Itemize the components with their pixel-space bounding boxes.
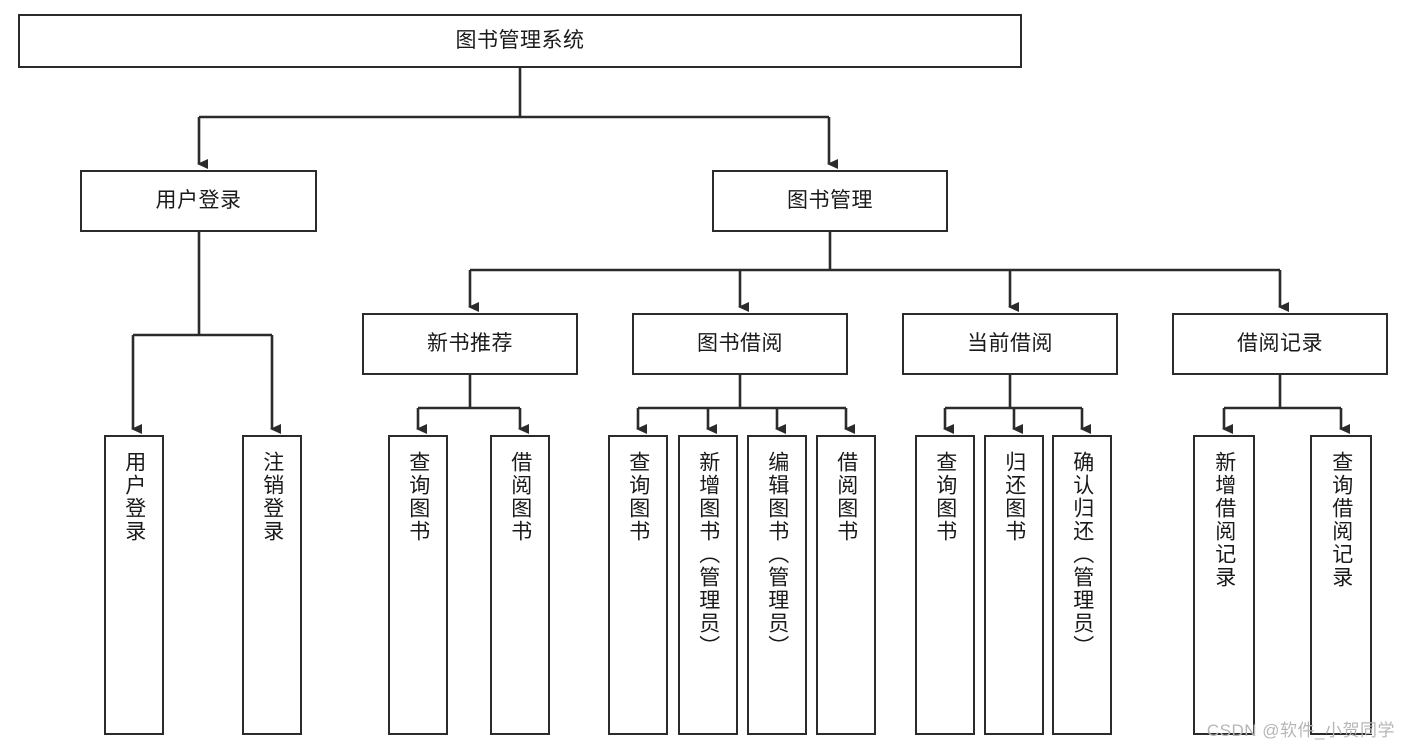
node-leaf-edit-book-label: 编辑图书（管理员） [765, 451, 789, 658]
node-leaf-query-book-current-label: 查询图书 [933, 451, 957, 543]
node-leaf-user-login-label: 用户登录 [122, 451, 146, 543]
node-new-book-recommend-label: 新书推荐 [427, 331, 513, 355]
node-book-management-label: 图书管理 [787, 188, 873, 212]
node-user-login[interactable]: 用户登录 [80, 170, 317, 232]
node-leaf-query-book-borrow[interactable]: 查询图书 [608, 435, 668, 735]
node-book-borrow[interactable]: 图书借阅 [632, 313, 848, 375]
node-leaf-add-record[interactable]: 新增借阅记录 [1193, 435, 1255, 735]
node-leaf-query-book-rec-label: 查询图书 [406, 451, 430, 543]
node-leaf-borrow-book-rec-label: 借阅图书 [508, 451, 532, 543]
node-leaf-query-book-borrow-label: 查询图书 [626, 451, 650, 543]
node-leaf-return-book[interactable]: 归还图书 [984, 435, 1044, 735]
node-current-borrow-label: 当前借阅 [967, 331, 1053, 355]
node-leaf-borrow-book-rec[interactable]: 借阅图书 [490, 435, 550, 735]
node-current-borrow[interactable]: 当前借阅 [902, 313, 1118, 375]
node-borrow-record[interactable]: 借阅记录 [1172, 313, 1388, 375]
node-leaf-query-record[interactable]: 查询借阅记录 [1310, 435, 1372, 735]
node-leaf-add-record-label: 新增借阅记录 [1212, 451, 1236, 589]
node-leaf-user-login[interactable]: 用户登录 [104, 435, 164, 735]
node-leaf-query-book-current[interactable]: 查询图书 [915, 435, 975, 735]
node-leaf-query-book-rec[interactable]: 查询图书 [388, 435, 448, 735]
csdn-watermark: CSDN @软件_小贺同学 [1206, 721, 1395, 740]
node-leaf-add-book-label: 新增图书（管理员） [696, 451, 720, 658]
node-book-management[interactable]: 图书管理 [712, 170, 948, 232]
node-root-label: 图书管理系统 [455, 28, 585, 52]
node-book-borrow-label: 图书借阅 [697, 331, 783, 355]
node-user-login-label: 用户登录 [155, 188, 242, 212]
node-leaf-edit-book[interactable]: 编辑图书（管理员） [747, 435, 807, 735]
node-leaf-add-book[interactable]: 新增图书（管理员） [678, 435, 738, 735]
node-leaf-logout-label: 注销登录 [260, 451, 284, 543]
node-new-book-recommend[interactable]: 新书推荐 [362, 313, 578, 375]
node-leaf-borrow-book[interactable]: 借阅图书 [816, 435, 876, 735]
node-leaf-return-book-label: 归还图书 [1002, 451, 1026, 543]
node-leaf-borrow-book-label: 借阅图书 [834, 451, 858, 543]
node-borrow-record-label: 借阅记录 [1237, 331, 1323, 355]
node-leaf-confirm-return-label: 确认归还（管理员） [1070, 451, 1094, 658]
node-root[interactable]: 图书管理系统 [18, 14, 1022, 68]
node-leaf-logout[interactable]: 注销登录 [242, 435, 302, 735]
node-leaf-confirm-return[interactable]: 确认归还（管理员） [1052, 435, 1112, 735]
node-leaf-query-record-label: 查询借阅记录 [1329, 451, 1353, 589]
